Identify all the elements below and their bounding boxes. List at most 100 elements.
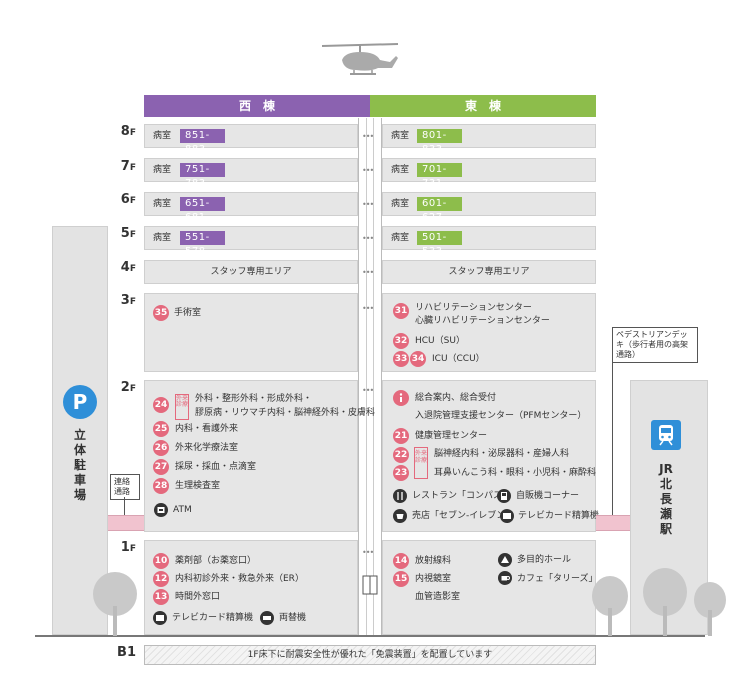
number-badge: 26	[153, 440, 169, 456]
facility-label: レストラン「コンパス」	[412, 491, 512, 501]
parking-label: 立体駐車場	[73, 428, 86, 502]
callout-pointer	[124, 497, 125, 515]
outpatient-tag: 外来診療	[414, 447, 428, 479]
number-badge: 22	[393, 447, 409, 463]
room-range-badge: 601-627	[417, 197, 462, 223]
shaft-connector: •••	[362, 304, 374, 313]
seismic-isolation-note: 1F床下に耐震安全性が優れた「免震装置」を配置しています	[247, 650, 493, 660]
number-badge: 33	[393, 351, 409, 367]
vending-machine-icon	[497, 489, 511, 503]
number-badge: 23	[393, 465, 409, 481]
east-wing-header: 東 棟	[370, 95, 596, 117]
facility-label: 薬剤部（お薬窓口）	[175, 556, 257, 566]
facility-label: 耳鼻いんこう科・眼科・小児科・麻酔科	[434, 468, 597, 478]
tv-card-icon	[153, 611, 167, 625]
shaft-connector: •••	[362, 132, 374, 141]
floor-label-1f: 1F	[120, 540, 136, 555]
number-badge: 27	[153, 459, 169, 475]
floor-label-5f: 5F	[120, 226, 136, 241]
ground-line	[35, 635, 705, 637]
multipurpose-hall-icon	[498, 553, 512, 567]
floor-4f-west	[144, 260, 358, 284]
facility-label: 外来化学療法室	[175, 443, 239, 453]
shaft-connector: •••	[362, 386, 374, 395]
station-label: JR北長瀬駅	[659, 462, 673, 536]
deck-callout: ペデストリアンデッキ（歩行者用の高架通路）	[612, 327, 698, 363]
facility-label: 総合案内、総合受付	[415, 393, 497, 403]
facility-label: カフェ「タリーズ」	[517, 574, 598, 584]
info-icon	[393, 390, 409, 406]
floor-2f-east	[382, 380, 596, 532]
svg-text:P: P	[73, 390, 88, 414]
floor-7f-west	[144, 158, 358, 182]
cafe-icon	[498, 571, 512, 585]
number-badge: 15	[393, 571, 409, 587]
facility-label: 入退院管理支援センター（PFMセンター）	[415, 411, 587, 421]
facility-label: 手術室	[174, 308, 202, 318]
tree-icon	[694, 582, 726, 636]
parking-garage	[52, 226, 108, 635]
facility-label: 内科初診外来・救急外来（ER）	[175, 574, 304, 584]
room-label: 病室	[391, 165, 410, 175]
shaft-connector: •••	[362, 548, 374, 557]
number-badge: 28	[153, 478, 169, 494]
shaft-connector: •••	[362, 268, 374, 277]
train-icon	[651, 420, 681, 450]
facility-label: リハビリテーションセンター心臓リハビリテーションセンター	[415, 303, 550, 326]
room-range-badge: 701-731	[417, 163, 462, 189]
floor-8f-east	[382, 124, 596, 148]
room-range-badge: 851-883	[180, 129, 225, 155]
facility-label: テレビカード精算機	[172, 613, 254, 623]
floor-1f-east	[382, 540, 596, 635]
staff-area-label: スタッフ専用エリア	[210, 267, 292, 277]
restaurant-icon	[393, 489, 407, 503]
room-label: 病室	[391, 131, 410, 141]
elevator-shaft	[358, 118, 382, 635]
facility-label: 自販機コーナー	[516, 491, 580, 501]
floor-6f-east	[382, 192, 596, 216]
floor-label-7f: 7F	[120, 159, 136, 174]
facility-label: 採尿・採血・点滴室	[175, 462, 257, 472]
staff-area-label: スタッフ専用エリア	[448, 267, 530, 277]
number-badge: 32	[393, 333, 409, 349]
floor-5f-west	[144, 226, 358, 250]
number-badge: 34	[410, 351, 426, 367]
callout-pointer	[612, 345, 613, 515]
floor-label-3f: 3F	[120, 293, 136, 308]
room-label: 病室	[153, 199, 172, 209]
facility-label: 脳神経内科・泌尿器科・産婦人科	[434, 449, 570, 459]
shaft-connector: •••	[362, 234, 374, 243]
room-label: 病室	[153, 233, 172, 243]
number-badge: 31	[393, 303, 409, 319]
facility-label: 健康管理センター	[415, 431, 488, 441]
facility-label: 内科・看護外来	[175, 424, 239, 434]
facility-label: 生理検査室	[175, 481, 221, 491]
shaft-connector: •••	[362, 200, 374, 209]
facility-label: HCU（SU）	[415, 336, 465, 346]
corridor-callout: 連絡通路	[110, 474, 140, 500]
number-badge: 10	[153, 553, 169, 569]
tree-icon	[643, 568, 687, 636]
facility-label: テレビカード精算機	[518, 511, 600, 521]
floor-label-2f: 2F	[120, 380, 136, 395]
tv-card-icon	[500, 509, 514, 523]
facility-label: 放射線科	[415, 556, 452, 566]
facility-label: 多目的ホール	[517, 555, 572, 565]
floor-2f-west	[144, 380, 358, 532]
pedestrian-deck	[596, 515, 630, 531]
number-badge: 35	[153, 305, 169, 321]
floor-7f-east	[382, 158, 596, 182]
number-badge: 21	[393, 428, 409, 444]
facility-label: ATM	[173, 505, 192, 515]
facility-label: 両替機	[279, 613, 307, 623]
floor-label-6f: 6F	[120, 192, 136, 207]
room-range-badge: 801-833	[417, 129, 462, 155]
basement-b1	[144, 645, 596, 665]
room-label: 病室	[153, 131, 172, 141]
number-badge: 25	[153, 421, 169, 437]
facility-label: 時間外窓口	[175, 592, 221, 602]
number-badge: 14	[393, 553, 409, 569]
room-range-badge: 651-681	[180, 197, 225, 223]
floor-6f-west	[144, 192, 358, 216]
room-range-badge: 551-578	[180, 231, 225, 257]
